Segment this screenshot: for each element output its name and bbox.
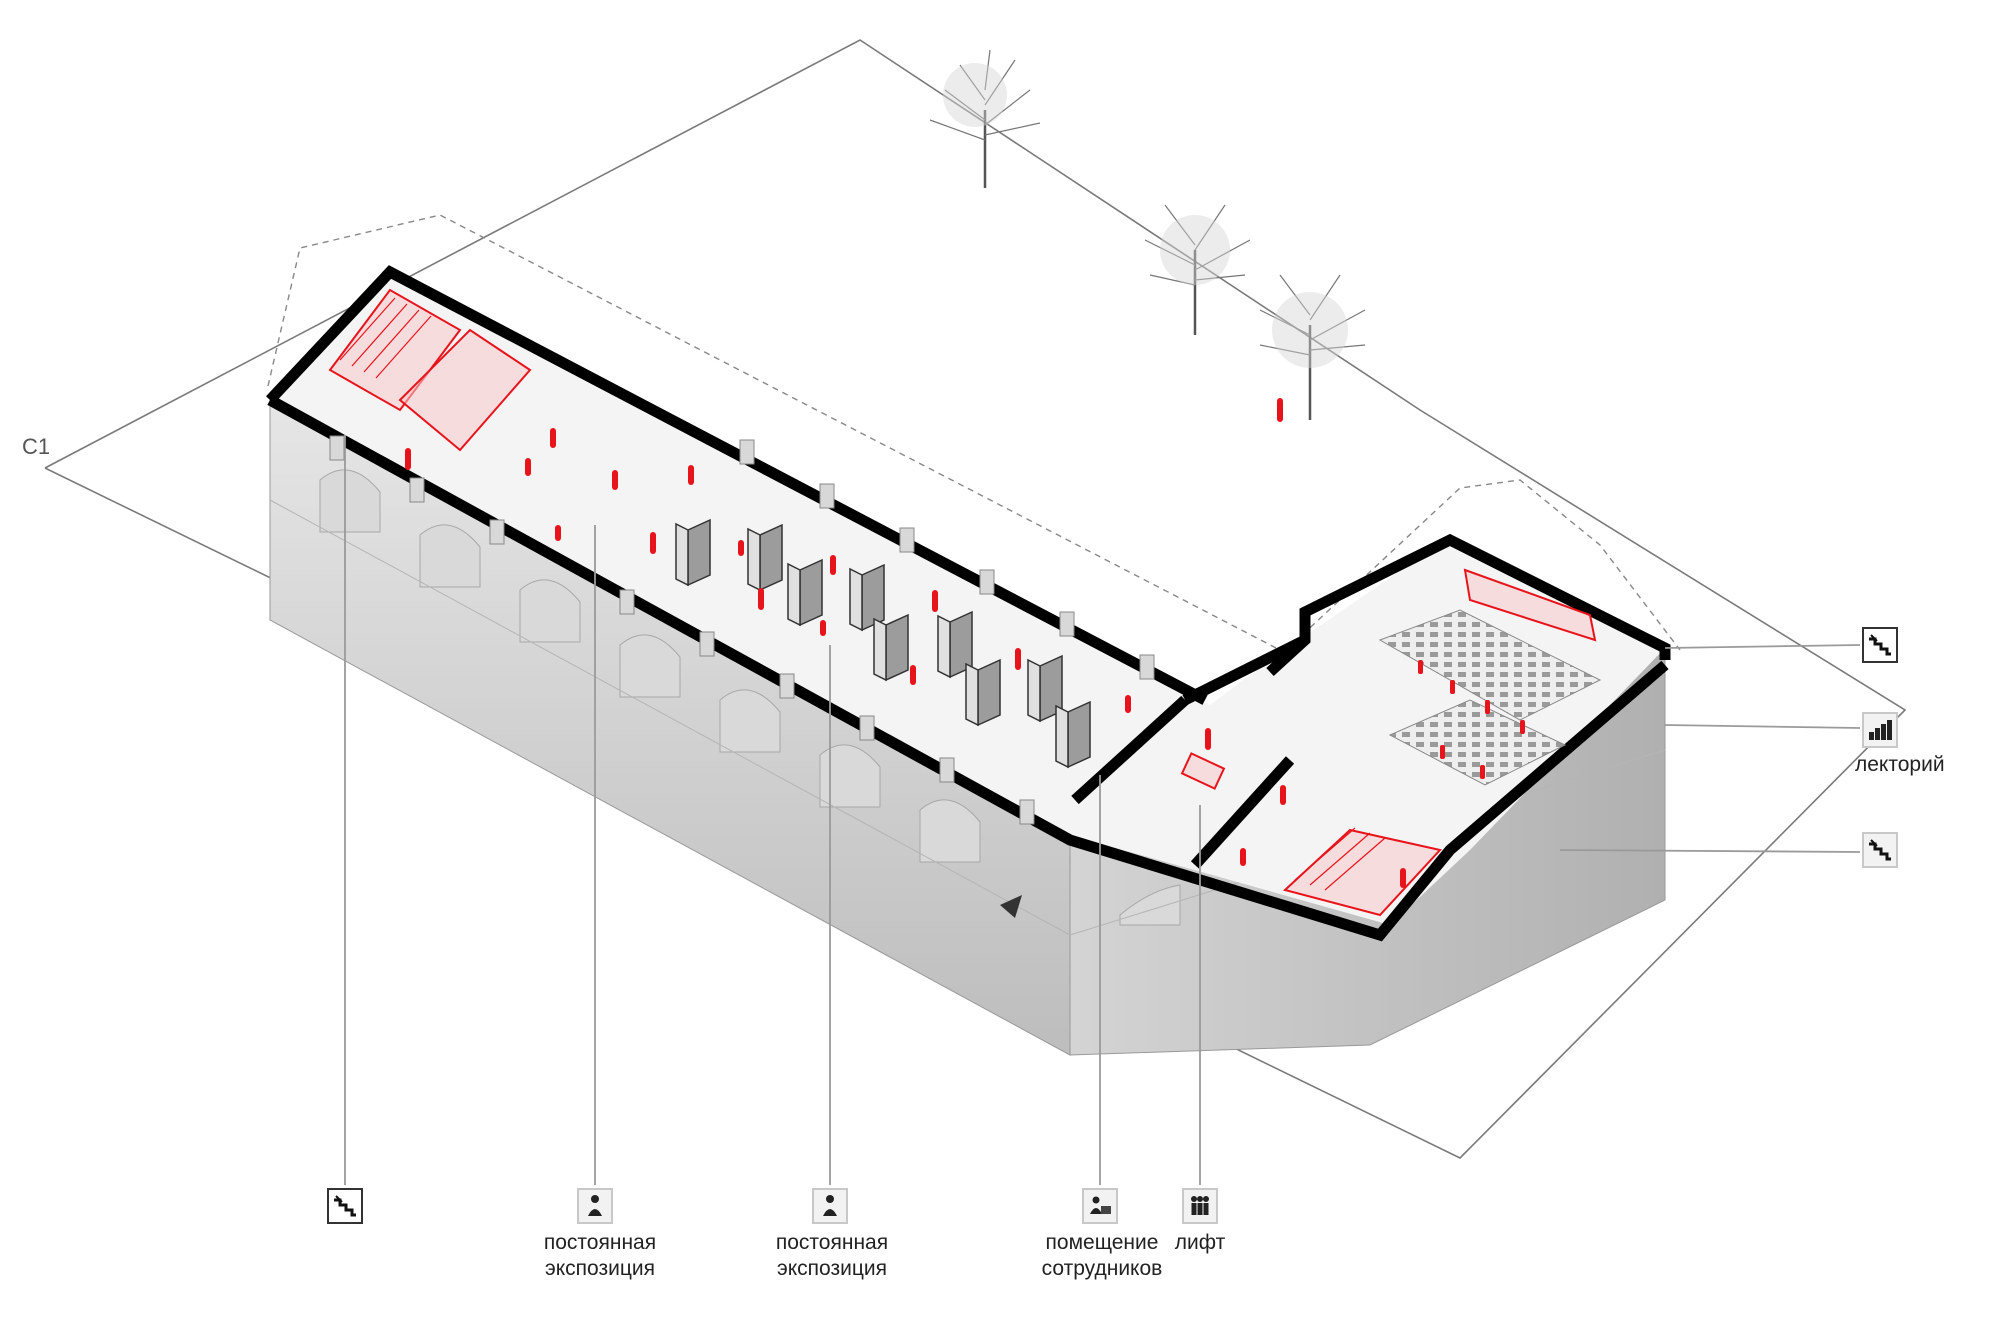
- building-walls: [265, 265, 1671, 942]
- tree-icon: [1144, 204, 1251, 335]
- trees: [929, 49, 1366, 422]
- floor-slab: [270, 272, 1665, 925]
- stairs-icon[interactable]: [1862, 832, 1898, 868]
- staff-room-label: помещение сотрудников: [1041, 1231, 1163, 1280]
- exhibit-label-2: постоянная экспозиция: [775, 1231, 889, 1280]
- tree-icon: [929, 49, 1041, 188]
- elevator-label: лифт: [1174, 1231, 1226, 1254]
- staff-room-icon[interactable]: [1082, 1188, 1118, 1224]
- elevator-icon[interactable]: [1182, 1188, 1218, 1224]
- stairs-icon[interactable]: [327, 1188, 363, 1224]
- north-mark: С1: [22, 434, 51, 459]
- stairs-and-volumes: [328, 288, 1597, 917]
- roof-outline-dashed: [267, 214, 1681, 666]
- entrance-arrow: [1000, 895, 1022, 918]
- lecture-hall-seating: [1378, 609, 1602, 786]
- exhibit-icon[interactable]: [812, 1188, 848, 1224]
- exhibit-icon[interactable]: [577, 1188, 613, 1224]
- tree-icon: [1259, 274, 1366, 420]
- exhibit-label-1: постоянная экспозиция: [543, 1231, 657, 1280]
- lecture-hall-icon[interactable]: [1862, 712, 1898, 748]
- stairs-icon[interactable]: [1862, 627, 1898, 663]
- lecture-hall-label: лекторий: [1855, 753, 1945, 776]
- person-figure: [1277, 398, 1283, 422]
- leader-lines: [344, 435, 1861, 1185]
- wall-openings: [329, 435, 1155, 825]
- visitor-figures: [405, 428, 1525, 888]
- exhibition-partitions: [675, 518, 1091, 769]
